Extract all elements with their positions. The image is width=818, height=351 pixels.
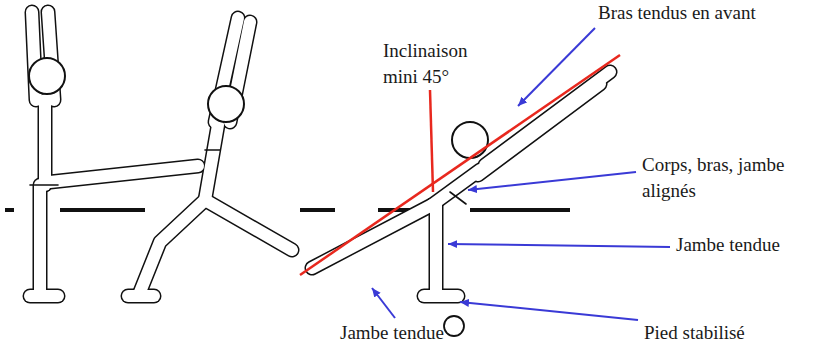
leader-arrow (372, 28, 670, 320)
annotation-label: Jambe tendue (340, 320, 480, 346)
gymnast-figures (29, 12, 610, 296)
stability-circle (444, 316, 464, 336)
annotation-label: Bras tendus en avant (598, 0, 813, 26)
annotation-label: Pied stabilisé (644, 320, 814, 346)
floor-line (5, 208, 570, 212)
inclination-line (300, 55, 620, 275)
annotation-label: Jambe tendue (676, 232, 814, 258)
annotation-label: Inclinaison mini 45° (383, 38, 495, 90)
annotation-label: Corps, bras, jambe alignés (642, 152, 814, 204)
